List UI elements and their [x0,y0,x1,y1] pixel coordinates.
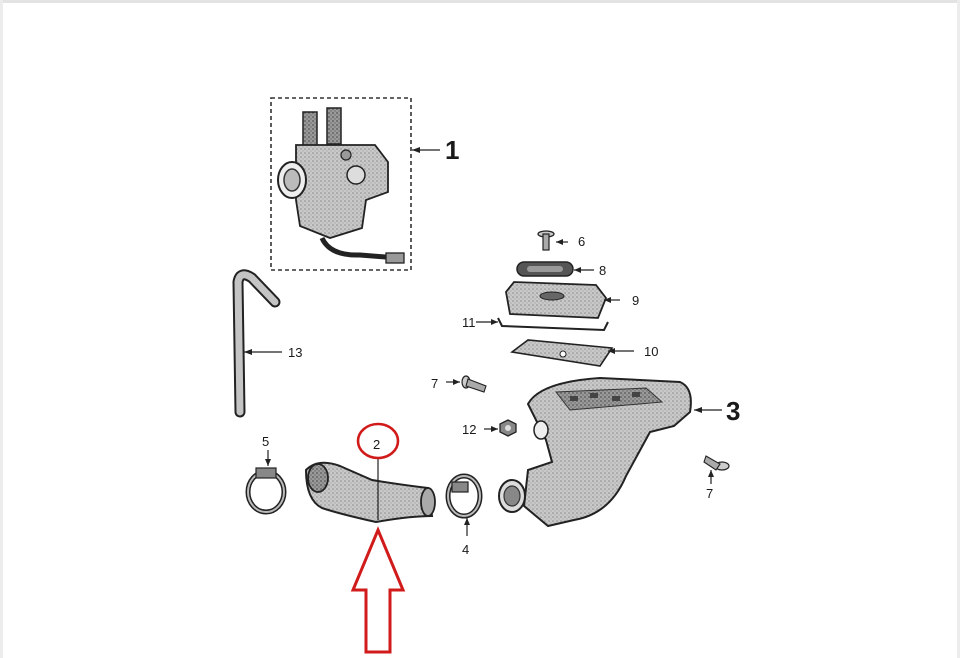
clamp-left-part [245,450,287,515]
screw-top-part [537,230,568,251]
part-label-12: 12 [462,422,476,437]
part-label-9: 9 [632,293,639,308]
part-label-11: 11 [462,315,476,330]
nut-part [484,419,517,437]
frame-top-border [0,0,960,3]
part-label-5: 5 [262,434,269,449]
grommet-part [516,261,594,277]
part-label-3: 3 [726,396,740,426]
part-label-1: 1 [445,135,459,165]
frame-left-border [0,0,3,658]
air-filter-box-part [498,376,722,528]
carburetor-dashed-box [270,97,412,271]
breather-hose-part [232,269,282,418]
part-label-13: 13 [288,345,302,360]
clamp-right-part [445,473,483,536]
screw-left-part [446,375,487,393]
carburetor-part [270,97,440,271]
part-label-2: 2 [373,437,380,452]
part-label-7-right: 7 [706,486,713,501]
part-label-6: 6 [578,234,585,249]
part-label-7-left: 7 [431,376,438,391]
part-label-10: 10 [644,344,658,359]
frame-right-border [957,0,960,658]
part-label-8: 8 [599,263,606,278]
intake-pipe-part [304,458,436,524]
filter-lid-part [476,281,620,332]
circle-outline-icon [356,422,400,460]
part-label-4: 4 [462,542,469,557]
screw-right-part [703,455,730,484]
filter-element-part [510,339,634,367]
arrow-up-outline-icon [350,526,406,654]
